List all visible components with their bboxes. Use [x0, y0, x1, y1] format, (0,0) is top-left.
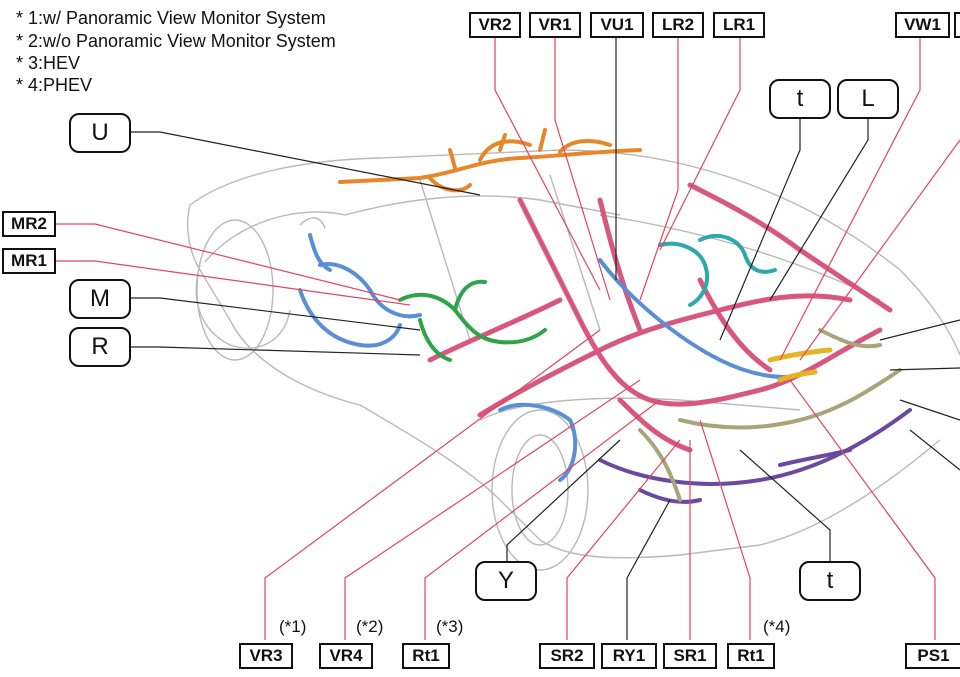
harness-blue — [298, 233, 802, 482]
label-vr3: VR3 — [239, 643, 293, 669]
label-mr2: MR2 — [2, 211, 56, 237]
label-vr1: VR1 — [529, 12, 581, 38]
harness-teal — [658, 234, 777, 307]
note-1: * 1:w/ Panoramic View Monitor System — [16, 8, 326, 28]
note-4: * 4:PHEV — [16, 75, 93, 95]
harness-yellow — [767, 347, 833, 383]
label-vu1: VU1 — [590, 12, 644, 38]
note-3: * 3:HEV — [16, 53, 81, 73]
condition-4: (*4) — [763, 617, 791, 636]
label-vr2: VR2 — [469, 12, 521, 38]
connector-t-bottom: t — [799, 561, 861, 601]
label-ps1: PS1 — [905, 643, 960, 669]
condition-2: (*2) — [356, 617, 384, 636]
connector-u: U — [69, 113, 131, 153]
label-cut-off — [954, 12, 960, 38]
leader-lines-black — [130, 38, 960, 640]
label-rt1-left: Rt1 — [402, 643, 450, 669]
label-rt1-right: Rt1 — [727, 643, 775, 669]
harness-green — [398, 279, 547, 362]
condition-1: (*1) — [279, 617, 307, 636]
condition-3: (*3) — [436, 617, 464, 636]
label-vw1: VW1 — [895, 12, 950, 38]
note-2: * 2:w/o Panoramic View Monitor System — [16, 31, 336, 51]
label-mr1: MR1 — [2, 248, 56, 274]
connector-m: M — [69, 279, 131, 319]
harness-khaki — [638, 328, 902, 502]
connector-r: R — [69, 327, 131, 367]
leader-lines-red — [55, 38, 960, 640]
vehicle-outline — [187, 149, 960, 571]
label-lr2: LR2 — [652, 12, 704, 38]
label-ry1: RY1 — [601, 643, 657, 669]
harness-orange — [338, 128, 642, 193]
connector-t-top: t — [769, 79, 831, 119]
connector-l: L — [837, 79, 899, 119]
connector-y: Y — [475, 561, 537, 601]
label-sr1: SR1 — [663, 643, 717, 669]
label-sr2: SR2 — [539, 643, 595, 669]
label-vr4: VR4 — [319, 643, 373, 669]
label-lr1: LR1 — [713, 12, 765, 38]
